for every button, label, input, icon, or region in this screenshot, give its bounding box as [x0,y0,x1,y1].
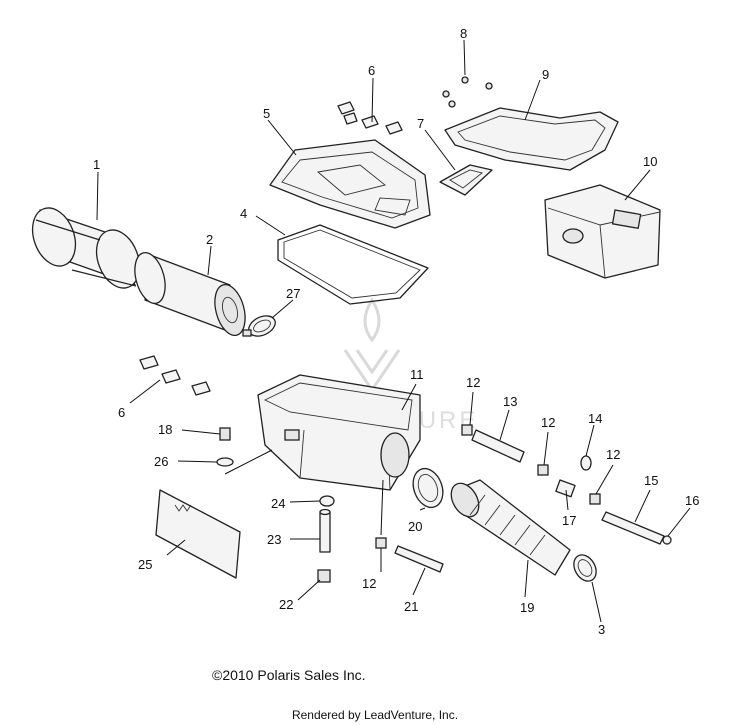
callout-22: 22 [279,597,293,612]
callout-11: 11 [410,367,424,382]
callout-5: 5 [263,106,270,121]
part-6-clips-top [337,101,403,135]
callout-19: 19 [520,600,534,615]
part-2-air-filter [134,251,246,337]
callout-3: 3 [598,622,605,637]
part-3-hose-clamp [573,554,597,582]
callout-12-b: 12 [541,415,555,430]
callout-1: 1 [93,157,100,172]
callout-20: 20 [408,519,422,534]
callout-18: 18 [158,422,172,437]
callout-8: 8 [460,26,467,41]
part-20-coupler [412,467,444,509]
callout-7: 7 [417,116,424,131]
callout-10: 10 [643,154,657,169]
callout-27: 27 [286,286,300,301]
part-22-check-valve [317,569,331,583]
callout-26: 26 [154,454,168,469]
part-1-prefilter-sleeve [31,207,141,289]
part-4-gasket [277,224,429,305]
callout-12-a: 12 [466,375,480,390]
callout-6-lower: 6 [118,405,125,420]
part-11-airbox [257,374,421,491]
part-5-airbox-cover [269,139,431,229]
callout-21: 21 [404,599,418,614]
copyright-notice: ©2010 Polaris Sales Inc. [212,667,366,683]
part-21-tube [394,545,444,573]
callout-24: 24 [271,496,285,511]
callout-16: 16 [685,493,699,508]
callout-4: 4 [240,206,247,221]
part-23-drain-tube [319,508,331,553]
callout-12-d: 12 [362,576,376,591]
part-12-caps [375,424,601,549]
part-18-fastener [219,427,231,441]
part-13-tube [471,429,525,463]
callout-6-top: 6 [368,63,375,78]
callout-9: 9 [542,67,549,82]
callout-12-c: 12 [606,447,620,462]
leader-lines [96,39,691,623]
part-24-clamp [319,495,335,507]
callout-14: 14 [588,411,602,426]
rendered-by-credit: Rendered by LeadVenture, Inc. [291,708,459,722]
part-16-clip [662,535,672,545]
callout-17: 17 [562,513,576,528]
part-17-connector [555,479,576,498]
callout-13: 13 [503,394,517,409]
callout-labels: 1 2 3 4 5 6 6 7 8 9 10 11 12 12 12 12 13… [93,26,699,637]
part-10-foam-block [544,184,661,279]
part-7-plate [439,164,493,196]
callout-15: 15 [644,473,658,488]
part-25-foam-pad [155,489,241,579]
part-9-intake-duct [444,107,619,171]
part-15-tube [601,511,665,545]
callout-25: 25 [138,557,152,572]
part-14-clip [580,455,592,471]
part-19-intake-boot [450,479,571,576]
part-6-clips-lower [139,355,211,396]
callout-23: 23 [267,532,281,547]
callout-2: 2 [206,232,213,247]
part-26-washer [216,457,234,467]
part-8-screws [442,76,493,108]
part-27-hose-clamp [242,315,276,337]
